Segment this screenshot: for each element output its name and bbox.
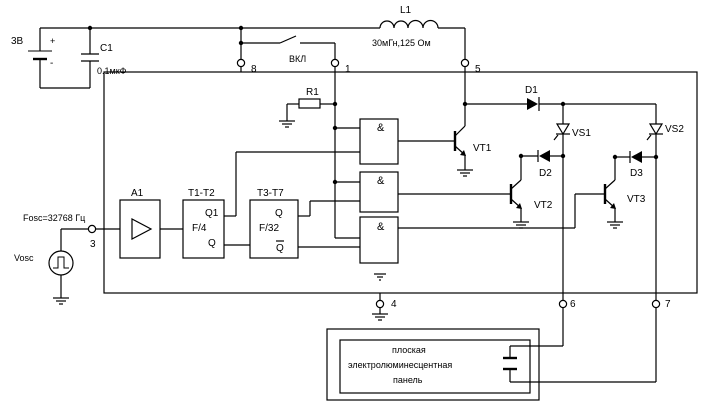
panel-line-3: панель (393, 375, 423, 385)
ic-body (103, 71, 698, 294)
d2-label: D2 (539, 168, 552, 179)
pin4-label: 4 (391, 299, 397, 310)
junction-node (653, 154, 659, 160)
t3t7-qbar: Q (276, 243, 284, 254)
thyristor-vs1 (553, 104, 571, 300)
l1-label: L1 (400, 5, 412, 16)
vt1-label: VT1 (473, 143, 492, 154)
t1t2-ratio: F/4 (192, 223, 207, 234)
pin1-label: 1 (345, 64, 351, 75)
battery-minus: - (50, 58, 53, 69)
and-gate-1 (359, 118, 399, 165)
and-gate-3 (359, 216, 399, 264)
capacitor-c1 (81, 28, 99, 88)
and-gate-2 (359, 171, 399, 213)
vt3-label: VT3 (627, 194, 646, 205)
chip-ground (374, 273, 386, 281)
t3t7-ratio: F/32 (259, 223, 279, 234)
vt2-label: VT2 (534, 200, 553, 211)
t1t2-q: Q (208, 238, 216, 249)
pin3-label: 3 (90, 239, 96, 250)
transistor-vt2 (398, 156, 529, 229)
pin5-label: 5 (475, 64, 481, 75)
pin7-terminal (651, 299, 661, 309)
vs2-label: VS2 (665, 124, 684, 135)
transistor-vt1 (398, 118, 473, 177)
pin7-label: 7 (665, 299, 671, 310)
t3t7-q: Q (275, 208, 283, 219)
divider-t3-t7 (249, 199, 299, 259)
d3-label: D3 (630, 168, 643, 179)
junction-node (560, 153, 566, 159)
battery-3v (28, 28, 90, 89)
resistor-r1 (279, 98, 335, 128)
c1-label: C1 (100, 43, 113, 54)
r1-label: R1 (306, 87, 319, 98)
panel-line-2: электролюминесцентная (348, 360, 452, 370)
ground-pin4 (372, 308, 388, 321)
l1-value: 30мГн,125 Ом (372, 38, 431, 48)
pin5-terminal (460, 58, 470, 68)
panel-line-1: плоская (392, 345, 426, 355)
diode-d2 (521, 150, 563, 162)
pin4-terminal (375, 299, 385, 309)
switch-label: ВКЛ (289, 54, 306, 64)
pin6-label: 6 (570, 299, 576, 310)
and-gate-1-symbol: & (377, 122, 385, 134)
battery-label: 3В (11, 36, 24, 47)
diode-d3 (615, 151, 656, 163)
oscillator-source (48, 250, 74, 305)
and-gate-3-symbol: & (377, 221, 385, 233)
pin8-terminal (236, 58, 246, 68)
junction-node (238, 40, 244, 46)
pin8-label: 8 (251, 64, 257, 75)
t1t2-label: T1-T2 (188, 188, 215, 199)
pin1-terminal (330, 58, 340, 68)
vs1-label: VS1 (572, 128, 591, 139)
t3t7-label: T3-T7 (257, 188, 284, 199)
el-panel (326, 328, 540, 401)
a1-label: A1 (131, 188, 144, 199)
t1t2-q1: Q1 (205, 208, 219, 219)
amplifier-a1 (119, 199, 161, 259)
switch-vkl (241, 35, 336, 59)
thyristor-vs2 (646, 104, 664, 300)
and-gate-2-symbol: & (377, 175, 385, 187)
pin6-terminal (558, 299, 568, 309)
pin3-terminal (87, 224, 97, 234)
transistor-vt3 (398, 157, 623, 229)
vosc-label: Vosc (14, 253, 34, 263)
diode-d1 (527, 97, 540, 111)
battery-plus: + (50, 36, 55, 46)
inductor-l1 (379, 19, 439, 29)
c1-value: 0.1мкФ (97, 66, 127, 76)
fosc-label: Fosc=32768 Гц (23, 213, 85, 223)
d1-label: D1 (525, 85, 538, 96)
